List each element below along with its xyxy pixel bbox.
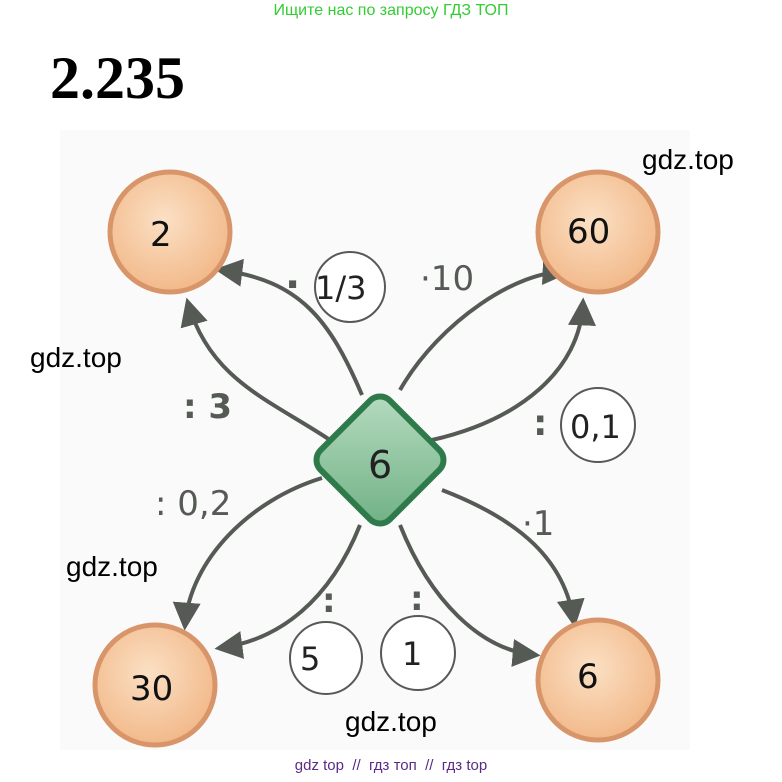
task-number: 2.235	[50, 45, 185, 111]
watermark-left: gdz.top	[30, 342, 122, 373]
watermark-bottom-left: gdz.top	[66, 551, 158, 582]
arrows	[172, 257, 596, 667]
arrow-to-top-left-outer	[180, 297, 332, 442]
op-to-top-right: ·10	[420, 259, 474, 299]
node-top-right-value: 60	[567, 212, 610, 252]
center-node: 6	[313, 393, 447, 527]
node-bottom-right-value: 6	[577, 657, 599, 697]
op-from-bottom-right-colon: :	[410, 579, 424, 619]
arrow-to-top-right-outer	[398, 257, 571, 391]
arrow-to-bottom-right-outer	[398, 524, 541, 667]
op-from-bottom-right-circle: 1	[402, 635, 422, 673]
watermark-top-right: gdz.top	[642, 144, 734, 175]
search-banner: Ищите нас по запросу ГДЗ ТОП	[273, 2, 509, 19]
op-to-bottom-right: ·1	[522, 504, 554, 544]
op-from-top-left-circle: 1/3	[315, 269, 367, 307]
arrow-to-bottom-right-inner	[441, 488, 585, 628]
op-from-bottom-left-colon: :	[322, 581, 336, 621]
op-circle-bottom-left	[289, 621, 363, 695]
node-bottom-left: 30	[92, 622, 218, 748]
op-from-top-left-dot: ·	[285, 262, 300, 308]
watermark-bottom: gdz.top	[345, 706, 437, 737]
node-top-right: 60	[535, 169, 661, 295]
node-bottom-right: 6	[535, 617, 661, 743]
op-from-bottom-left-circle: 5	[300, 640, 320, 678]
op-from-top-right-colon: :	[533, 403, 547, 444]
footer-links: gdz top // гдз топ // гдз top	[294, 757, 488, 774]
arrow-to-top-right-inner	[431, 297, 596, 442]
node-top-left-value: 2	[150, 215, 172, 255]
op-circle-top-left	[314, 251, 386, 323]
arrow-to-bottom-left-inner	[214, 524, 362, 659]
op-to-bottom-left: : 0,2	[155, 484, 231, 524]
op-circle-bottom-right	[380, 615, 456, 691]
arrow-to-bottom-left-outer	[172, 476, 323, 631]
op-to-top-left: : 3	[183, 387, 232, 427]
arrow-to-top-left-inner	[214, 258, 364, 396]
center-value: 6	[368, 443, 392, 487]
node-bottom-left-value: 30	[130, 669, 173, 709]
node-top-left: 2	[107, 169, 233, 295]
op-circle-top-right	[560, 387, 636, 463]
op-from-top-right-circle: 0,1	[570, 408, 621, 446]
